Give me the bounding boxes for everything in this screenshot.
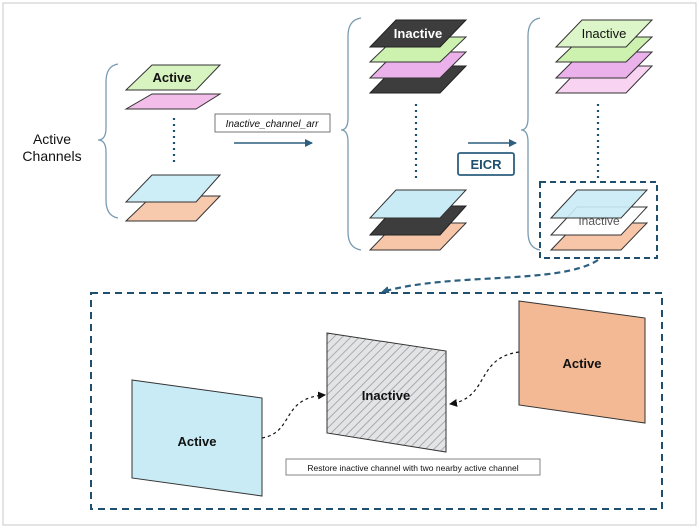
stack3-layer-blue — [549, 189, 649, 219]
detail-inactive-center — [326, 332, 447, 453]
stack1-layer-pink — [124, 93, 222, 110]
arrow-label-box — [214, 113, 331, 133]
stack2-layer-inactive — [368, 19, 468, 48]
stack1-layer-blue — [124, 174, 222, 203]
detail-arrow-right — [449, 351, 520, 407]
eicr-label: EICR — [470, 157, 502, 172]
stack1-bracket — [97, 63, 119, 219]
stack3-bracket — [520, 17, 541, 251]
active-channels-label-line1: Active — [33, 131, 71, 147]
caption-text: Restore inactive channel with two nearby… — [307, 463, 518, 473]
detail-active-left-label: Active — [177, 434, 216, 449]
detail-inactive-label: Inactive — [362, 388, 410, 403]
highlight-box — [539, 181, 658, 259]
detail-active-right-label: Active — [562, 356, 601, 371]
stack3-layer-restored — [554, 19, 654, 48]
stack1-active-label: Active — [152, 70, 191, 85]
active-channels-label-line2: Channels — [22, 148, 81, 164]
stack2-layer-blue — [368, 189, 468, 219]
detail-active-left — [131, 379, 263, 497]
eicr-box — [457, 152, 515, 176]
stack2-bracket — [340, 17, 362, 251]
zoom-connector — [381, 259, 599, 294]
arrow-label-text: Inactive_channel_arr — [226, 119, 320, 130]
detail-arrow-left — [261, 391, 326, 439]
stack2-inactive-label: Inactive — [394, 26, 442, 41]
detail-active-right — [518, 300, 646, 424]
stack1-layer-active — [124, 64, 222, 91]
stack3-inactive-label: Inactive — [582, 26, 627, 41]
caption-box — [285, 458, 541, 476]
